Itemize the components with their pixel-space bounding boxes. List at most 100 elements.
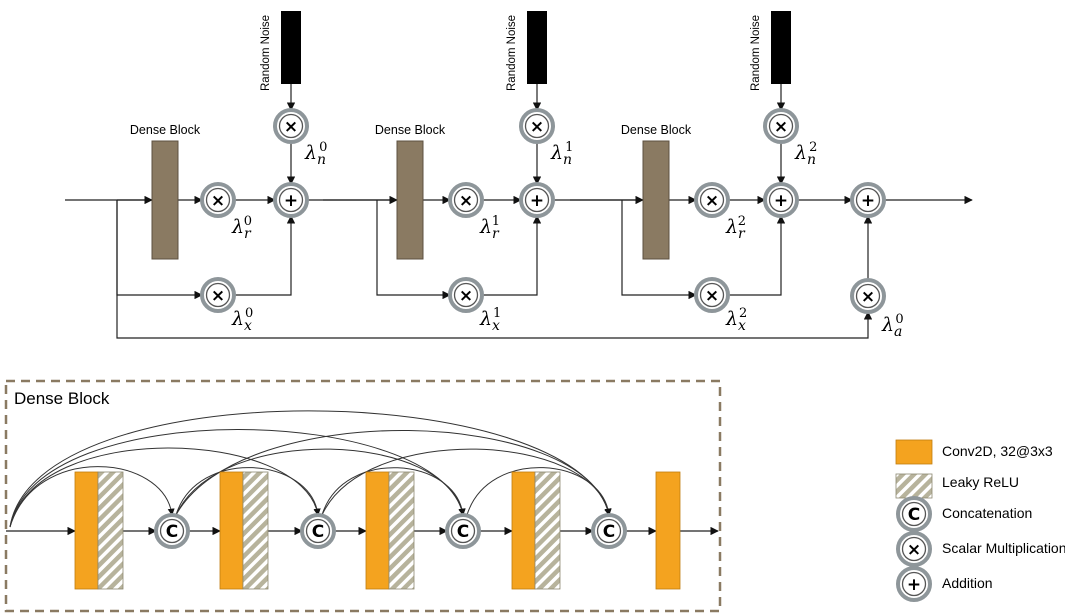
legend-conv-label: Conv2D, 32@3x3	[942, 443, 1053, 459]
scale-n-1-glyph: ×	[530, 117, 544, 137]
scale-n-1-node: ×	[519, 108, 555, 144]
concat-3-node: C	[591, 513, 627, 549]
legend-addition-glyph: +	[907, 575, 921, 595]
dense-block-label-2: Dense Block	[621, 123, 692, 137]
bypass-to-add-line-0	[234, 215, 296, 296]
sum-1-glyph: +	[530, 191, 544, 211]
concat-2-glyph: C	[457, 522, 469, 542]
skip-arc-1	[9, 447, 321, 528]
conv-block-0	[74, 471, 99, 590]
conv-block-3	[511, 471, 536, 590]
scale-n-2-glyph: ×	[774, 117, 788, 137]
lambda-r-1: λr1	[479, 214, 500, 242]
final-conv-block	[655, 471, 681, 590]
concat-0-glyph: C	[166, 522, 178, 542]
scale-a-glyph: ×	[861, 287, 875, 307]
legend-scalar-node: ×	[896, 531, 932, 567]
scale-x-2-node: ×	[694, 277, 730, 313]
concat-3-glyph: C	[603, 522, 615, 542]
scale-r-1-node: ×	[448, 182, 484, 218]
lambda-n-0: λn0	[304, 140, 327, 168]
dense-block-frame	[4, 379, 722, 613]
operator-nodes: × + × × × + × × × + × × + × C C C C C × +	[154, 108, 932, 602]
legend-addition-node: +	[896, 566, 932, 602]
lambda-a-0: λa0	[881, 312, 904, 340]
concat-2-node: C	[445, 513, 481, 549]
sum-2-glyph: +	[774, 191, 788, 211]
scale-r-0-node: ×	[200, 182, 236, 218]
scale-x-0-node: ×	[200, 277, 236, 313]
lambda-n-1: λn1	[550, 140, 573, 168]
lambda-n-2: λn2	[794, 140, 817, 168]
legend-conv-swatch	[895, 439, 933, 465]
leaky-relu-block-2	[388, 471, 415, 590]
legend-concat-glyph: C	[908, 505, 920, 525]
scale-a-node: ×	[850, 278, 886, 314]
bypass-line-1	[376, 200, 451, 300]
skip-arc-9	[466, 467, 612, 516]
leaky-relu-block-3	[534, 471, 561, 590]
scale-x-0-glyph: ×	[211, 286, 225, 306]
labels: Dense Block Random Noise λr0 λx0 λn0 Dense Bl…	[130, 15, 904, 340]
final-sum-glyph: +	[861, 191, 875, 211]
scale-r-2-glyph: ×	[705, 191, 719, 211]
bypass-line-2	[621, 200, 697, 300]
sum-0-node: +	[273, 182, 309, 218]
conv-block-2	[365, 471, 390, 590]
skip-arc-8	[321, 448, 612, 516]
dense-block-label-0: Dense Block	[130, 123, 201, 137]
random-noise-block-1	[527, 11, 547, 84]
legend-scalar-label: Scalar Multiplication	[942, 540, 1065, 556]
scale-n-0-glyph: ×	[284, 117, 298, 137]
long-skip-line	[116, 200, 873, 339]
leaky-relu-block-0	[97, 471, 124, 590]
skip-arc-7	[321, 467, 466, 516]
sum-2-node: +	[763, 182, 799, 218]
random-noise-label-2: Random Noise	[750, 15, 762, 91]
legend-concat-label: Concatenation	[942, 505, 1032, 521]
random-noise-block-2	[771, 11, 791, 84]
dense-block-2	[642, 140, 670, 260]
legend-relu-swatch	[895, 473, 933, 499]
lambda-x-1: λx1	[479, 306, 501, 334]
scale-x-1-glyph: ×	[459, 286, 473, 306]
skip-arc-6	[175, 430, 612, 516]
conv-block-1	[219, 471, 244, 590]
dense-block-label-1: Dense Block	[375, 123, 446, 137]
final-sum-node: +	[850, 182, 886, 218]
dense-block-0	[151, 140, 179, 260]
legend-scalar-glyph: ×	[907, 540, 921, 560]
concat-0-node: C	[154, 513, 190, 549]
bypass-to-add-line-1	[482, 215, 542, 296]
scale-x-1-node: ×	[448, 277, 484, 313]
skip-arc-0	[9, 466, 175, 528]
skip-arc-5	[175, 448, 466, 516]
dense-block-1	[396, 140, 424, 260]
scale-x-2-glyph: ×	[705, 286, 719, 306]
scale-r-0-glyph: ×	[211, 191, 225, 211]
leaky-relu-block-1	[242, 471, 269, 590]
skip-arc-4	[175, 467, 321, 516]
blocks	[4, 11, 933, 613]
scale-r-1-glyph: ×	[459, 191, 473, 211]
skip-arc-3	[9, 410, 612, 528]
legend-concat-node: C	[896, 496, 932, 532]
concat-1-glyph: C	[312, 522, 324, 542]
random-noise-label-1: Random Noise	[506, 15, 518, 91]
scale-n-0-node: ×	[273, 108, 309, 144]
sum-0-glyph: +	[284, 191, 298, 211]
lambda-x-2: λx2	[725, 306, 747, 334]
legend-addition-label: Addition	[942, 575, 993, 591]
connections	[6, 84, 973, 536]
scale-n-2-node: ×	[763, 108, 799, 144]
bypass-to-add-line-2	[728, 215, 786, 296]
lambda-r-2: λr2	[725, 214, 746, 242]
sum-1-node: +	[519, 182, 555, 218]
legend-relu-label: Leaky ReLU	[942, 474, 1019, 490]
lambda-x-0: λx0	[231, 306, 253, 334]
concat-1-node: C	[300, 513, 336, 549]
dense-block-panel-title: Dense Block	[14, 389, 110, 408]
random-noise-block-0	[281, 11, 301, 84]
lambda-r-0: λr0	[231, 214, 252, 242]
